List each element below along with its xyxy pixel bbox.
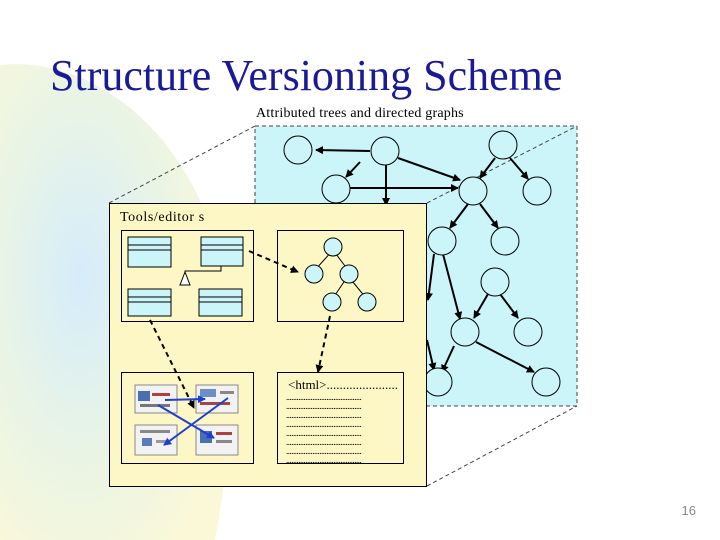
graph-node [427,226,457,256]
tree-node [339,264,359,284]
html-dots-line: ........................................… [286,393,362,402]
graph-node [490,226,520,256]
graph-edge [499,293,519,319]
graph-edge [442,253,463,320]
graph-edge [345,161,361,178]
screen-thumbnail [195,384,239,414]
uml-inheritance [179,266,222,286]
tree-node [304,264,324,284]
graph-edge [441,345,455,373]
graph-edge [426,339,437,371]
graph-node [283,135,313,165]
graph-edge [509,157,529,180]
graph-edge [479,157,496,179]
html-dots-line: ........................................… [286,402,362,411]
tree-node [322,292,342,312]
graph-node [513,317,543,347]
mapping-arrow [315,315,331,373]
screen-link-arrow [163,397,229,446]
graph-edge [449,203,469,229]
graph-node [450,317,480,347]
html-dots-line: ........................................… [286,456,362,465]
html-dots-line: ........................................… [286,438,362,447]
graph-edge [473,293,489,319]
graph-edge [397,157,461,182]
slide-title: Structure Versioning Scheme [50,51,563,100]
graph-caption: Attributed trees and directed graphs [256,106,464,121]
graph-edge [315,146,371,155]
html-dots-line: ........................................… [286,411,362,420]
mapping-arrow [248,250,299,273]
graph-node [522,176,552,206]
html-dots-line: ........................................… [286,429,362,438]
html-dots-line: ........................................… [286,447,362,456]
graph-node [488,130,518,160]
graph-node [370,136,400,166]
page-number: 16 [681,503,696,518]
uml-class-box [198,288,243,317]
uml-class-box [127,236,172,268]
tree-node [357,292,377,312]
graph-node [531,367,561,397]
html-snippet-line: <html>...................... [288,377,398,392]
mapping-arrow [149,319,195,409]
graph-node [480,267,510,297]
uml-class-box [127,288,172,317]
perspective-line-bottom-right [426,405,578,487]
screen-link-arrow [164,395,206,404]
graph-edge [475,341,535,373]
screen-thumbnail [195,424,239,456]
graph-edge [424,253,435,301]
tools-label: Tools/editor s [120,210,205,225]
screen-link-arrow [157,404,215,439]
uml-class-box [200,236,244,267]
html-dots-line: ........................................… [286,420,362,429]
graph-edge [479,203,499,229]
html-editor-panel [277,372,404,464]
tree-node [323,237,343,257]
graph-node [458,176,488,206]
